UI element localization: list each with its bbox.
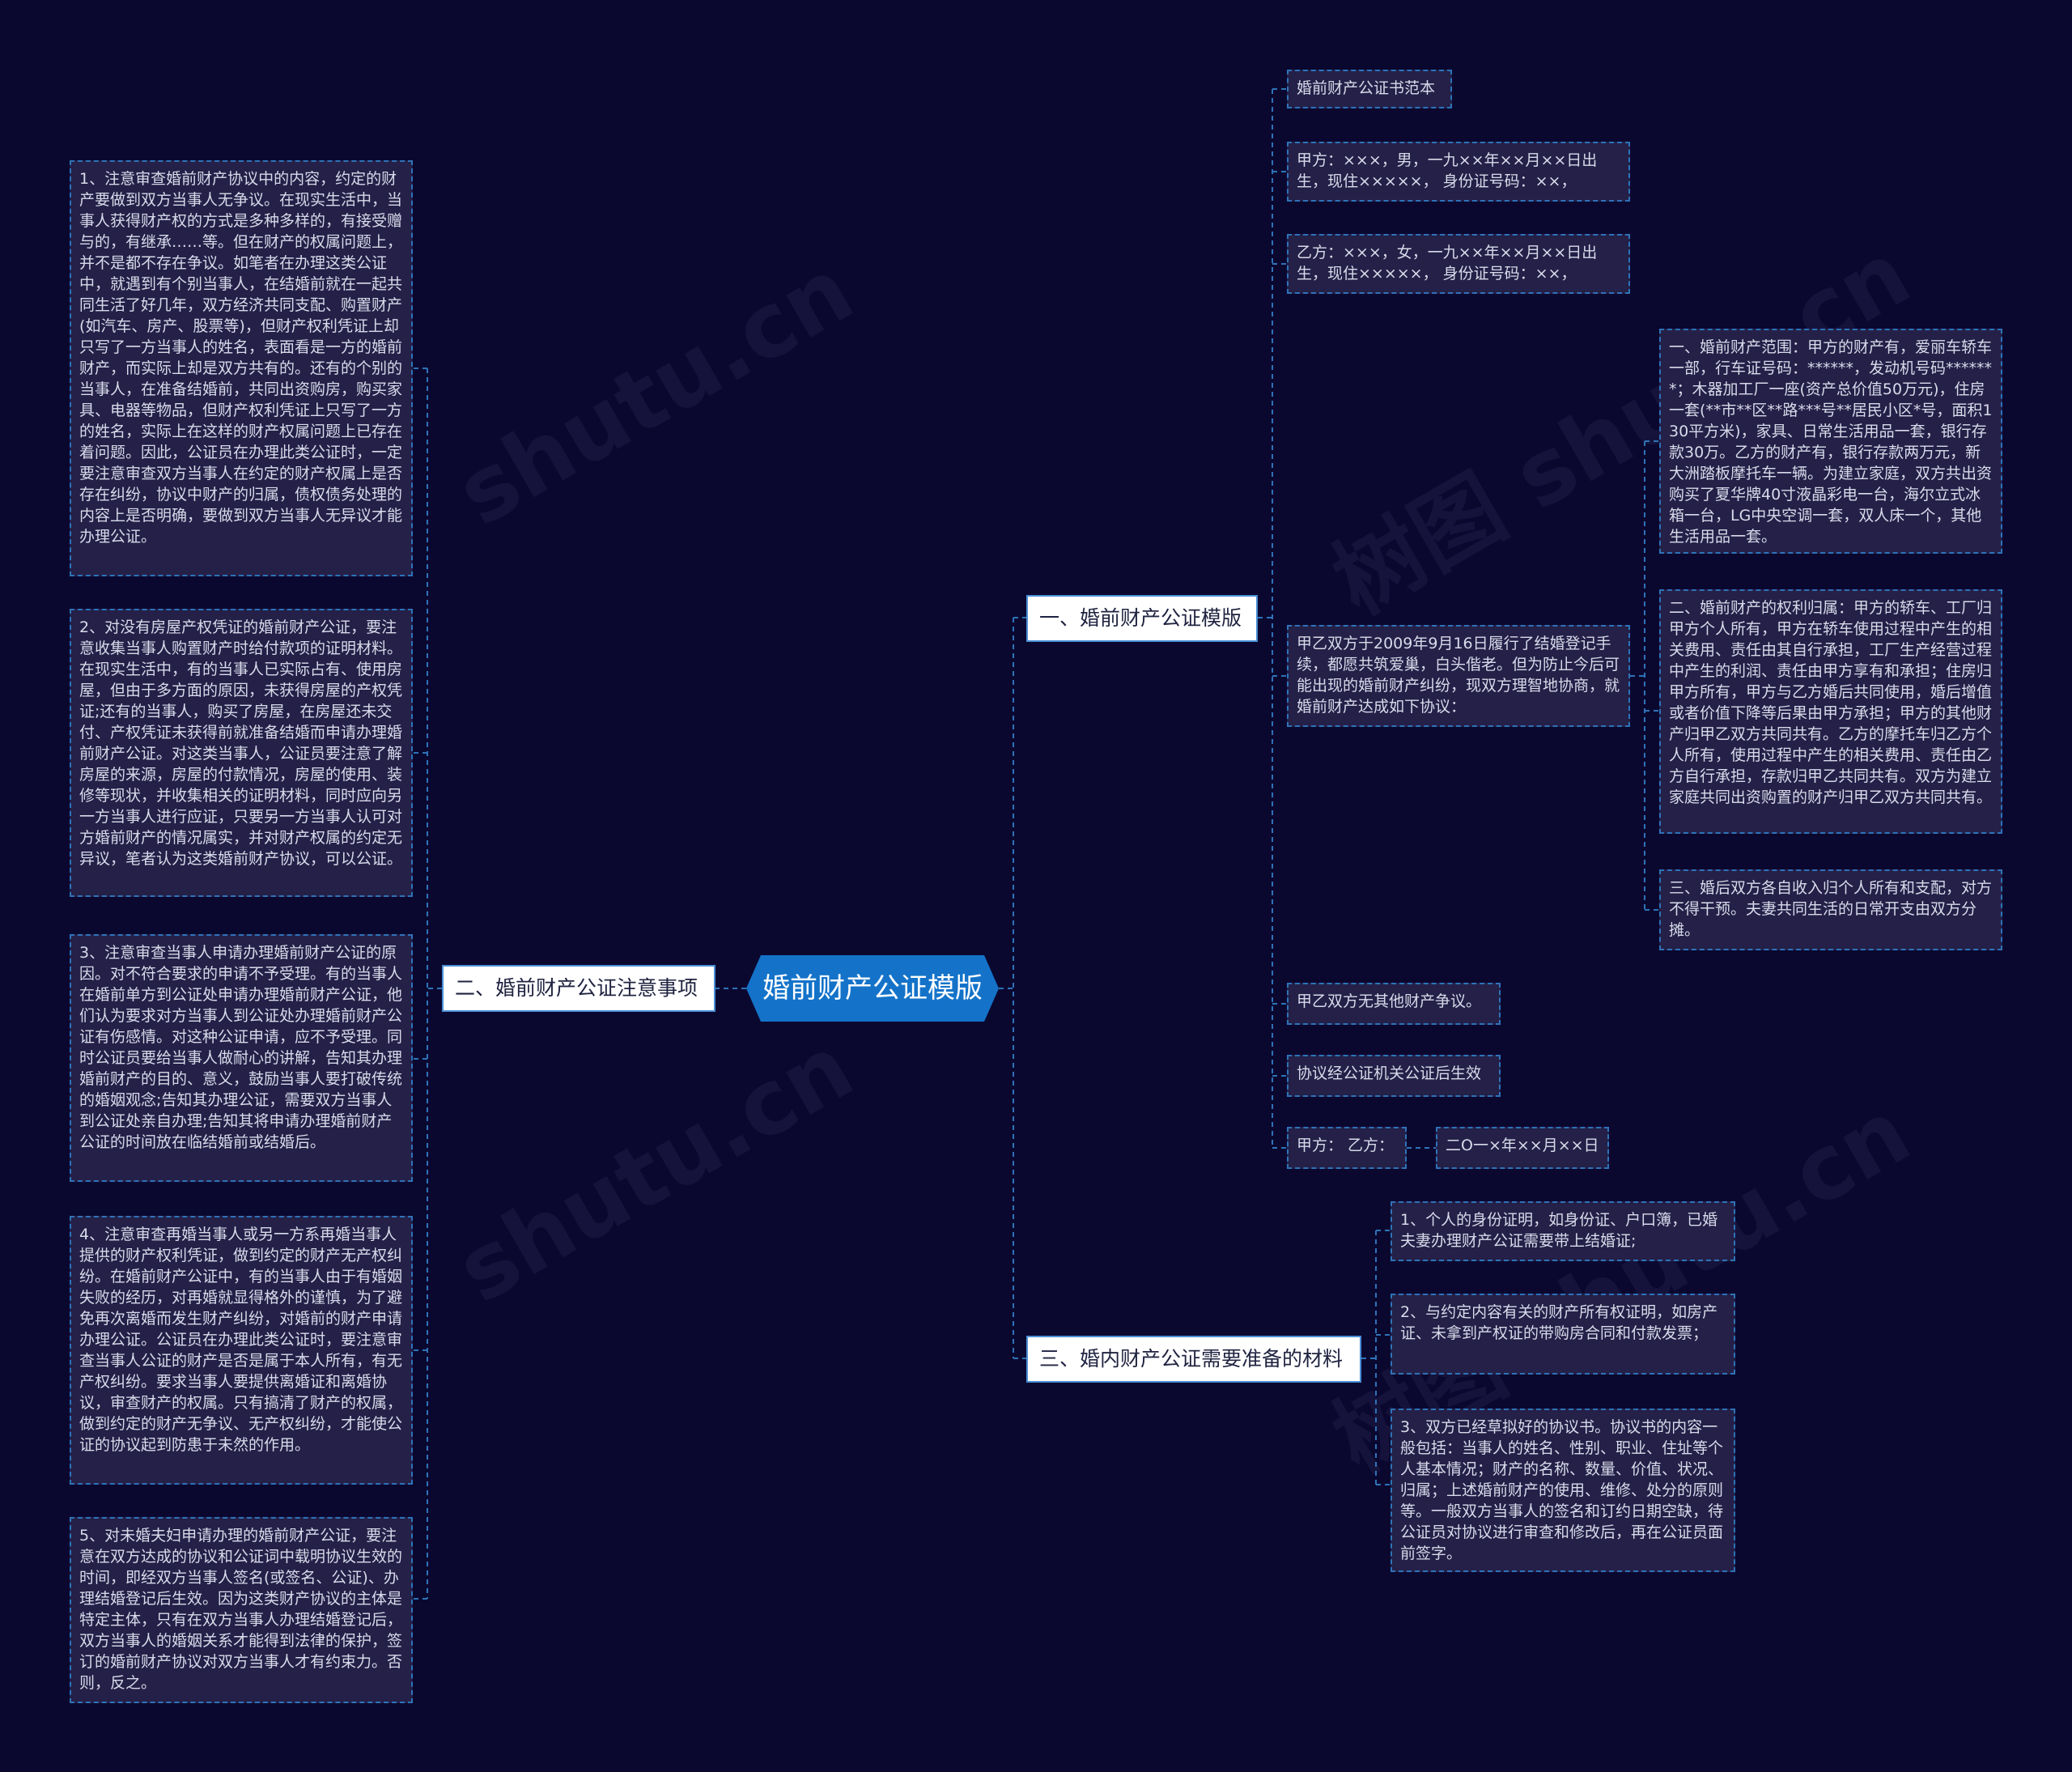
leaf-text: 1、注意审查婚前财产协议中的内容，约定的财产要做到双方当事人无争议。在现实生活中… <box>79 170 403 546</box>
leaf-material-3[interactable]: 3、双方已经草拟好的协议书。协议书的内容一般包括：当事人的姓名、性别、职业、住址… <box>1391 1409 1735 1572</box>
branch-marital-materials[interactable]: 三、婚内财产公证需要准备的材料 <box>1026 1336 1361 1383</box>
leaf-note-4[interactable]: 4、注意审查再婚当事人或另一方系再婚当事人提供的财产权利凭证，做到约定的财产无产… <box>70 1216 413 1485</box>
leaf-date[interactable]: 二O一×年××月××日 <box>1436 1127 1609 1169</box>
leaf-text: 一、婚前财产范围：甲方的财产有，爱丽车轿车一部，行车证号码：******，发动机… <box>1669 338 1993 546</box>
leaf-clause-3[interactable]: 三、婚后双方各自收入归个人所有和支配，对方不得干预。夫妻共同生活的日常开支由双方… <box>1659 869 2002 950</box>
branch-label: 三、婚内财产公证需要准备的材料 <box>1039 1347 1344 1370</box>
leaf-clause-2[interactable]: 二、婚前财产的权利归属：甲方的轿车、工厂归甲方个人所有，甲方在轿车使用过程中产生… <box>1659 589 2002 834</box>
leaf-signatures[interactable]: 甲方： 乙方： <box>1287 1127 1407 1169</box>
leaf-material-2[interactable]: 2、与约定内容有关的财产所有权证明，如房产证、未拿到产权证的带购房合同和付款发票… <box>1391 1294 1735 1375</box>
leaf-text: 5、对未婚夫妇申请办理的婚前财产公证，要注意在双方达成的协议和公证词中载明协议生… <box>79 1527 403 1692</box>
watermark: shutu.cn <box>440 1015 870 1323</box>
leaf-text: 三、婚后双方各自收入归个人所有和支配，对方不得干预。夫妻共同生活的日常开支由双方… <box>1669 879 1993 939</box>
watermark: shutu.cn <box>440 238 870 546</box>
leaf-note-5[interactable]: 5、对未婚夫妇申请办理的婚前财产公证，要注意在双方达成的协议和公证词中载明协议生… <box>70 1517 413 1703</box>
leaf-title-item[interactable]: 婚前财产公证书范本 <box>1287 70 1452 108</box>
leaf-text: 二O一×年××月××日 <box>1446 1137 1599 1154</box>
leaf-text: 甲方：×××，男，一九××年××月××日出生，现住×××××， 身份证号码：××… <box>1297 151 1598 190</box>
branch-label: 一、婚前财产公证模版 <box>1039 606 1242 630</box>
root-topic-label: 婚前财产公证模版 <box>762 972 983 1005</box>
leaf-no-dispute[interactable]: 甲乙双方无其他财产争议。 <box>1287 983 1501 1025</box>
leaf-note-1[interactable]: 1、注意审查婚前财产协议中的内容，约定的财产要做到双方当事人无争议。在现实生活中… <box>70 160 413 576</box>
branch-notary-notes[interactable]: 二、婚前财产公证注意事项 <box>442 965 715 1012</box>
branch-label: 二、婚前财产公证注意事项 <box>455 976 698 1000</box>
leaf-text: 2、与约定内容有关的财产所有权证明，如房产证、未拿到产权证的带购房合同和付款发票… <box>1400 1303 1718 1342</box>
leaf-text: 2、对没有房屋产权凭证的婚前财产公证，要注意收集当事人购置财产时给付款项的证明材… <box>79 618 403 868</box>
leaf-text: 3、注意审查当事人申请办理婚前财产公证的原因。对不符合要求的申请不予受理。有的当… <box>79 944 403 1151</box>
leaf-party-a[interactable]: 甲方：×××，男，一九××年××月××日出生，现住×××××， 身份证号码：××… <box>1287 142 1630 202</box>
root-topic[interactable]: 婚前财产公证模版 <box>746 955 999 1022</box>
leaf-text: 甲乙双方于2009年9月16日履行了结婚登记手续，都愿共筑爱巢，白头偕老。但为防… <box>1297 635 1620 716</box>
leaf-text: 二、婚前财产的权利归属：甲方的轿车、工厂归甲方个人所有，甲方在轿车使用过程中产生… <box>1669 599 1993 806</box>
leaf-material-1[interactable]: 1、个人的身份证明，如身份证、户口簿，已婚夫妻办理财产公证需要带上结婚证; <box>1391 1201 1735 1261</box>
leaf-text: 4、注意审查再婚当事人或另一方系再婚当事人提供的财产权利凭证，做到约定的财产无产… <box>79 1226 403 1454</box>
leaf-party-b[interactable]: 乙方：×××，女，一九××年××月××日出生，现住×××××， 身份证号码：××… <box>1287 234 1630 294</box>
leaf-note-2[interactable]: 2、对没有房屋产权凭证的婚前财产公证，要注意收集当事人购置财产时给付款项的证明材… <box>70 609 413 897</box>
leaf-effective[interactable]: 协议经公证机关公证后生效 <box>1287 1055 1501 1097</box>
leaf-text: 乙方：×××，女，一九××年××月××日出生，现住×××××， 身份证号码：××… <box>1297 244 1598 283</box>
leaf-text: 3、双方已经草拟好的协议书。协议书的内容一般包括：当事人的姓名、性别、职业、住址… <box>1400 1418 1724 1562</box>
leaf-clause-1[interactable]: 一、婚前财产范围：甲方的财产有，爱丽车轿车一部，行车证号码：******，发动机… <box>1659 329 2002 554</box>
leaf-note-3[interactable]: 3、注意审查当事人申请办理婚前财产公证的原因。对不符合要求的申请不予受理。有的当… <box>70 934 413 1182</box>
leaf-text: 协议经公证机关公证后生效 <box>1297 1064 1482 1082</box>
leaf-text: 婚前财产公证书范本 <box>1297 79 1436 97</box>
leaf-text: 甲乙双方无其他财产争议。 <box>1297 992 1482 1010</box>
leaf-agreement[interactable]: 甲乙双方于2009年9月16日履行了结婚登记手续，都愿共筑爱巢，白头偕老。但为防… <box>1287 625 1630 727</box>
leaf-text: 1、个人的身份证明，如身份证、户口簿，已婚夫妻办理财产公证需要带上结婚证; <box>1400 1211 1718 1250</box>
branch-prenup-template[interactable]: 一、婚前财产公证模版 <box>1026 595 1258 642</box>
leaf-text: 甲方： 乙方： <box>1297 1137 1395 1154</box>
